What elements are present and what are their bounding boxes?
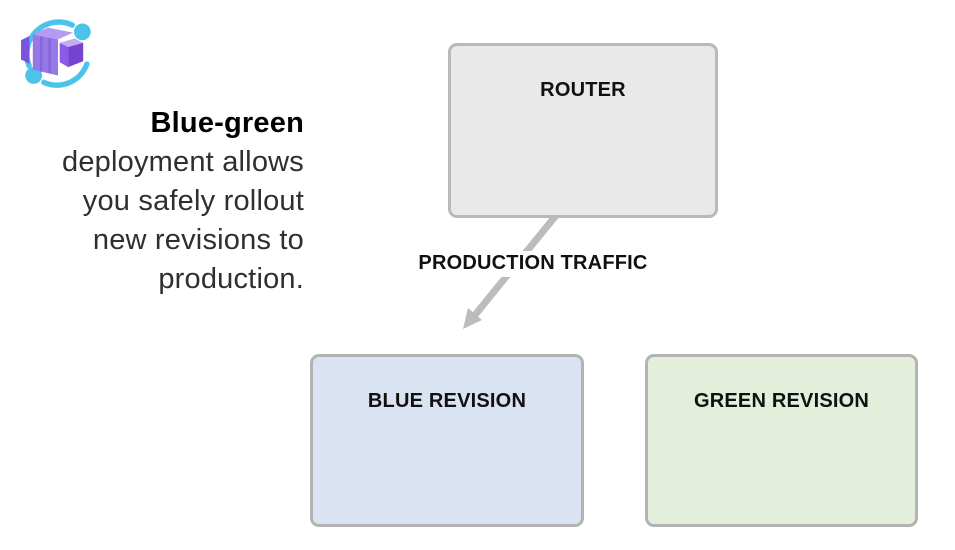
green-revision-node: GREEN REVISION bbox=[645, 354, 918, 527]
orbit-dot-bottom-left bbox=[25, 67, 43, 84]
intro-line: deployment allows bbox=[62, 146, 304, 178]
intro-line: you safely rollout bbox=[82, 185, 304, 217]
intro-highlight: Blue-green bbox=[150, 107, 304, 139]
cube-left-slab bbox=[21, 36, 30, 64]
blue-revision-node: BLUE REVISION bbox=[310, 354, 584, 527]
green-revision-label: GREEN REVISION bbox=[693, 390, 870, 412]
traffic-arrow-head bbox=[463, 308, 482, 329]
intro-line: new revisions to bbox=[92, 224, 304, 256]
intro-line: production. bbox=[158, 263, 304, 295]
azure-container-apps-logo bbox=[16, 10, 100, 94]
cube-front-face bbox=[32, 34, 58, 76]
small-cube-right-face bbox=[68, 42, 84, 68]
orbit-dot-top-right bbox=[73, 23, 91, 41]
intro-line-highlight: Blue-green bbox=[28, 104, 304, 143]
blue-revision-label: BLUE REVISION bbox=[367, 390, 527, 412]
small-cube-front-face bbox=[59, 42, 69, 68]
intro-text: Blue-green deployment allows you safely … bbox=[28, 104, 304, 299]
router-node: ROUTER bbox=[448, 43, 718, 218]
router-label: ROUTER bbox=[540, 79, 626, 101]
container-apps-icon bbox=[21, 19, 91, 88]
cube-top-face bbox=[32, 27, 74, 40]
production-traffic-label: PRODUCTION TRAFFIC bbox=[408, 251, 658, 277]
small-cube-top-face bbox=[59, 38, 84, 47]
orbit-arc-right bbox=[41, 61, 90, 88]
